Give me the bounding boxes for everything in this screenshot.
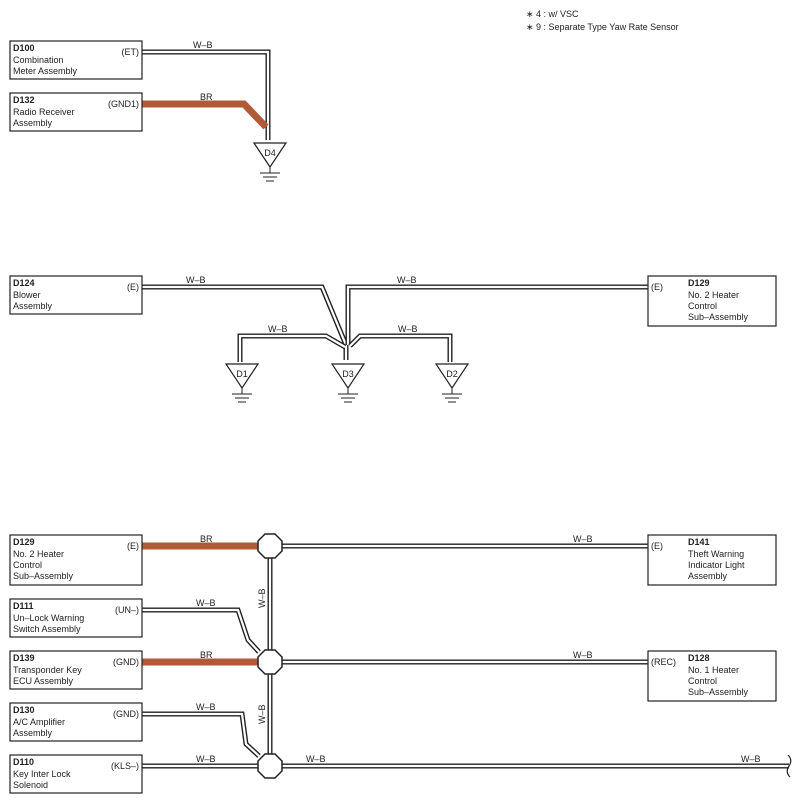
wire-d1-d3 bbox=[237, 333, 347, 362]
pin-label: (KLS–) bbox=[111, 761, 139, 771]
note-vsc: ∗ 4 : w/ VSC bbox=[526, 9, 579, 19]
wire-label-gnd130: W–B bbox=[196, 702, 216, 712]
wire-label-vertical-2: W–B bbox=[257, 704, 267, 724]
component-d111: D111 Un–Lock Warning Switch Assembly (UN… bbox=[9, 598, 143, 638]
component-name-line: Assembly bbox=[13, 118, 53, 128]
component-name-line: Switch Assembly bbox=[13, 624, 81, 634]
component-name-line: A/C Amplifier bbox=[13, 717, 65, 727]
splice-point-3 bbox=[257, 753, 283, 779]
component-d110: D110 Key Inter Lock Solenoid (KLS–) bbox=[9, 754, 143, 794]
component-name-line: Control bbox=[13, 560, 42, 570]
component-code: D129 bbox=[13, 537, 35, 547]
component-name-line: No. 1 Heater bbox=[688, 665, 739, 675]
pin-label: (GND) bbox=[113, 657, 139, 667]
component-name-line: Meter Assembly bbox=[13, 66, 78, 76]
component-name-line: Blower bbox=[13, 290, 41, 300]
component-name-line: Combination bbox=[13, 55, 64, 65]
wire-d130-splice bbox=[142, 711, 261, 758]
pin-label: (GND) bbox=[113, 709, 139, 719]
wire-label-right-end: W–B bbox=[741, 754, 761, 764]
component-name-line: Sub–Assembly bbox=[688, 312, 749, 322]
wire-label-un: W–B bbox=[196, 598, 216, 608]
component-code: D139 bbox=[13, 653, 35, 663]
component-code: D141 bbox=[688, 537, 710, 547]
pin-label: (ET) bbox=[122, 47, 140, 57]
wire-label-rec: W–B bbox=[573, 650, 593, 660]
pin-label: (REC) bbox=[651, 657, 676, 667]
component-name-line: Assembly bbox=[688, 571, 728, 581]
wire-d2-d3 bbox=[348, 333, 453, 362]
ground-d3: D3 bbox=[330, 363, 366, 403]
wire-label-splice-right: W–B bbox=[306, 754, 326, 764]
component-d141: D141 Theft Warning Indicator Light Assem… bbox=[647, 534, 777, 586]
component-d130: D130 A/C Amplifier Assembly (GND) bbox=[9, 702, 143, 742]
component-name-line: Control bbox=[688, 676, 717, 686]
component-code: D128 bbox=[688, 653, 710, 663]
component-name-line: ECU Assembly bbox=[13, 676, 74, 686]
component-name-line: Theft Warning bbox=[688, 549, 744, 559]
component-d128: D128 No. 1 Heater Control Sub–Assembly (… bbox=[647, 650, 777, 702]
component-code: D124 bbox=[13, 278, 35, 288]
component-name-line: No. 2 Heater bbox=[13, 549, 64, 559]
ground-d4: D4 bbox=[252, 142, 288, 182]
wire-break-mark bbox=[786, 754, 792, 778]
ground-label: D4 bbox=[264, 148, 276, 158]
note-yaw-rate-sensor: ∗ 9 : Separate Type Yaw Rate Sensor bbox=[526, 22, 679, 32]
component-name-line: Key Inter Lock bbox=[13, 769, 71, 779]
component-name-line: Control bbox=[688, 301, 717, 311]
ground-d1: D1 bbox=[224, 363, 260, 403]
ground-label: D3 bbox=[342, 369, 354, 379]
component-code: D111 bbox=[13, 601, 34, 611]
wire-label-d2: W–B bbox=[398, 324, 418, 334]
component-code: D132 bbox=[13, 95, 35, 105]
ground-d2: D2 bbox=[434, 363, 470, 403]
component-name-line: Assembly bbox=[13, 301, 53, 311]
wire-d124-d3 bbox=[142, 284, 349, 360]
component-d129-right: D129 No. 2 Heater Control Sub–Assembly (… bbox=[647, 275, 777, 327]
component-code: D110 bbox=[13, 757, 34, 767]
component-d124: D124 Blower Assembly (E) bbox=[9, 275, 143, 315]
ground-label: D1 bbox=[236, 369, 248, 379]
wire-label-e124: W–B bbox=[186, 275, 206, 285]
component-code: D129 bbox=[688, 278, 710, 288]
wire-label-e141: W–B bbox=[573, 534, 593, 544]
component-name-line: Sub–Assembly bbox=[13, 571, 74, 581]
splice-point-2 bbox=[257, 649, 283, 675]
wire-label-e129b: BR bbox=[200, 534, 213, 544]
wire-label-et: W–B bbox=[193, 40, 213, 50]
wire-d111-splice bbox=[142, 607, 261, 654]
pin-label: (E) bbox=[127, 541, 139, 551]
component-code: D100 bbox=[13, 43, 35, 53]
wire-label-gnd1: BR bbox=[200, 92, 213, 102]
component-name-line: Assembly bbox=[13, 728, 53, 738]
component-d132: D132 Radio Receiver Assembly (GND1) bbox=[9, 92, 143, 132]
ground-label: D2 bbox=[446, 369, 458, 379]
wire-label-e129: W–B bbox=[397, 275, 417, 285]
wire-label-vertical-1: W–B bbox=[257, 588, 267, 608]
wire-label-d1: W–B bbox=[268, 324, 288, 334]
component-name-line: Sub–Assembly bbox=[688, 687, 749, 697]
splice-point-1 bbox=[257, 533, 283, 559]
component-name-line: Transponder Key bbox=[13, 665, 82, 675]
component-d100: D100 Combination Meter Assembly (ET) bbox=[9, 40, 143, 80]
component-name-line: No. 2 Heater bbox=[688, 290, 739, 300]
component-d129-left: D129 No. 2 Heater Control Sub–Assembly (… bbox=[9, 534, 143, 586]
pin-label: (E) bbox=[127, 282, 139, 292]
component-code: D130 bbox=[13, 705, 35, 715]
pin-label: (UN–) bbox=[115, 605, 139, 615]
wire-d129-d3 bbox=[345, 284, 648, 345]
wire-et-d4 bbox=[142, 49, 271, 140]
component-name-line: Indicator Light bbox=[688, 560, 745, 570]
component-d139: D139 Transponder Key ECU Assembly (GND) bbox=[9, 650, 143, 690]
component-name-line: Radio Receiver bbox=[13, 107, 75, 117]
wire-gnd1-d4 bbox=[142, 100, 269, 130]
wire-label-kls: W–B bbox=[196, 754, 216, 764]
pin-label: (GND1) bbox=[108, 99, 139, 109]
pin-label: (E) bbox=[651, 282, 663, 292]
wire-label-gnd139: BR bbox=[200, 650, 213, 660]
component-name-line: Solenoid bbox=[13, 780, 48, 790]
pin-label: (E) bbox=[651, 541, 663, 551]
component-name-line: Un–Lock Warning bbox=[13, 613, 84, 623]
